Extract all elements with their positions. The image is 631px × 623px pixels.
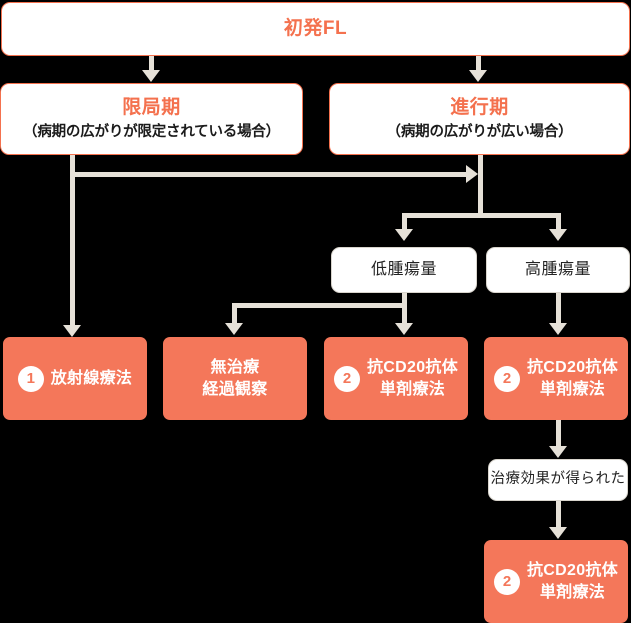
node-high-tumor-burden-label: 高腫瘍量 (524, 261, 591, 279)
badge-number-2-followup: 2 (493, 568, 520, 595)
arrowhead-to-watchful-waiting (225, 323, 243, 335)
connector-high-burden-to-anticd20 (556, 293, 561, 325)
node-followup-anticd20[interactable]: 2 抗CD20抗体 単剤療法 (484, 540, 628, 623)
node-stage-limited[interactable]: 限局期 （病期の広がりが限定されている場合） (0, 83, 303, 155)
node-stage-limited-title: 限局期 (122, 97, 181, 119)
node-treatment-anticd20-low-line2: 単剤療法 (379, 380, 446, 398)
connector-burden-split-bar (402, 213, 561, 218)
node-low-tumor-burden[interactable]: 低腫瘍量 (331, 247, 477, 293)
node-treatment-watchful-waiting[interactable]: 無治療 経過観察 (163, 337, 307, 420)
arrowhead-limited-to-advanced-spine (466, 165, 478, 183)
connector-low-burden-stem (402, 293, 407, 307)
node-followup-anticd20-line2: 単剤療法 (539, 583, 606, 601)
arrowhead-root-to-advanced (469, 70, 487, 82)
arrowhead-to-low-burden (395, 229, 413, 241)
connector-root-to-advanced (476, 56, 481, 72)
node-low-tumor-burden-label: 低腫瘍量 (370, 261, 437, 279)
connector-to-high-burden (556, 213, 561, 231)
badge-number-1: 1 (17, 365, 44, 392)
arrowhead-root-to-limited (142, 70, 160, 82)
connector-low-burden-split-bar (232, 303, 407, 308)
connector-outcome-to-followup (556, 501, 561, 530)
node-treatment-anticd20-high-line1: 抗CD20抗体 (526, 359, 618, 377)
node-treatment-anticd20-low-line1: 抗CD20抗体 (366, 359, 458, 377)
node-treatment-anticd20-high-line2: 単剤療法 (539, 380, 606, 398)
badge-number-2-high: 2 (493, 365, 520, 392)
arrowhead-outcome-to-followup (549, 527, 567, 539)
node-initial-fl[interactable]: 初発FL (1, 2, 630, 56)
node-stage-limited-sub: （病期の広がりが限定されている場合） (23, 124, 280, 141)
connector-to-low-burden (402, 213, 407, 231)
arrowhead-high-burden-to-anticd20 (549, 323, 567, 335)
arrowhead-anticd20-to-outcome (549, 446, 567, 458)
connector-root-to-limited (149, 56, 154, 72)
node-outcome-response-achieved[interactable]: 治療効果が得られた (488, 459, 628, 501)
badge-number-2-low: 2 (333, 365, 360, 392)
node-stage-advanced[interactable]: 進行期 （病期の広がりが広い場合） (329, 83, 630, 155)
arrowhead-to-high-burden (549, 229, 567, 241)
node-treatment-watchful-waiting-line1: 無治療 (210, 359, 260, 377)
node-stage-advanced-title: 進行期 (450, 97, 509, 119)
node-treatment-watchful-waiting-line2: 経過観察 (202, 380, 268, 398)
connector-anticd20-to-outcome (556, 420, 561, 448)
node-high-tumor-burden[interactable]: 高腫瘍量 (486, 247, 630, 293)
connector-limited-to-advanced-spine (70, 172, 468, 177)
node-treatment-radiotherapy[interactable]: 1 放射線療法 (3, 337, 147, 420)
arrowhead-to-anticd20-low (395, 323, 413, 335)
node-treatment-anticd20-high[interactable]: 2 抗CD20抗体 単剤療法 (484, 337, 628, 420)
connector-to-watchful-waiting (232, 303, 237, 325)
node-outcome-response-achieved-label: 治療効果が得られた (490, 471, 626, 488)
connector-advanced-spine (478, 155, 483, 217)
connector-limited-to-radiotherapy (70, 155, 75, 327)
arrowhead-limited-to-radiotherapy (63, 325, 81, 337)
connector-to-anticd20-low (402, 303, 407, 325)
node-treatment-radiotherapy-line1: 放射線療法 (50, 369, 133, 387)
node-followup-anticd20-line1: 抗CD20抗体 (526, 562, 618, 580)
node-stage-advanced-sub: （病期の広がりが広い場合） (386, 124, 573, 141)
node-initial-fl-label: 初発FL (283, 18, 348, 40)
node-treatment-anticd20-low[interactable]: 2 抗CD20抗体 単剤療法 (324, 337, 468, 420)
